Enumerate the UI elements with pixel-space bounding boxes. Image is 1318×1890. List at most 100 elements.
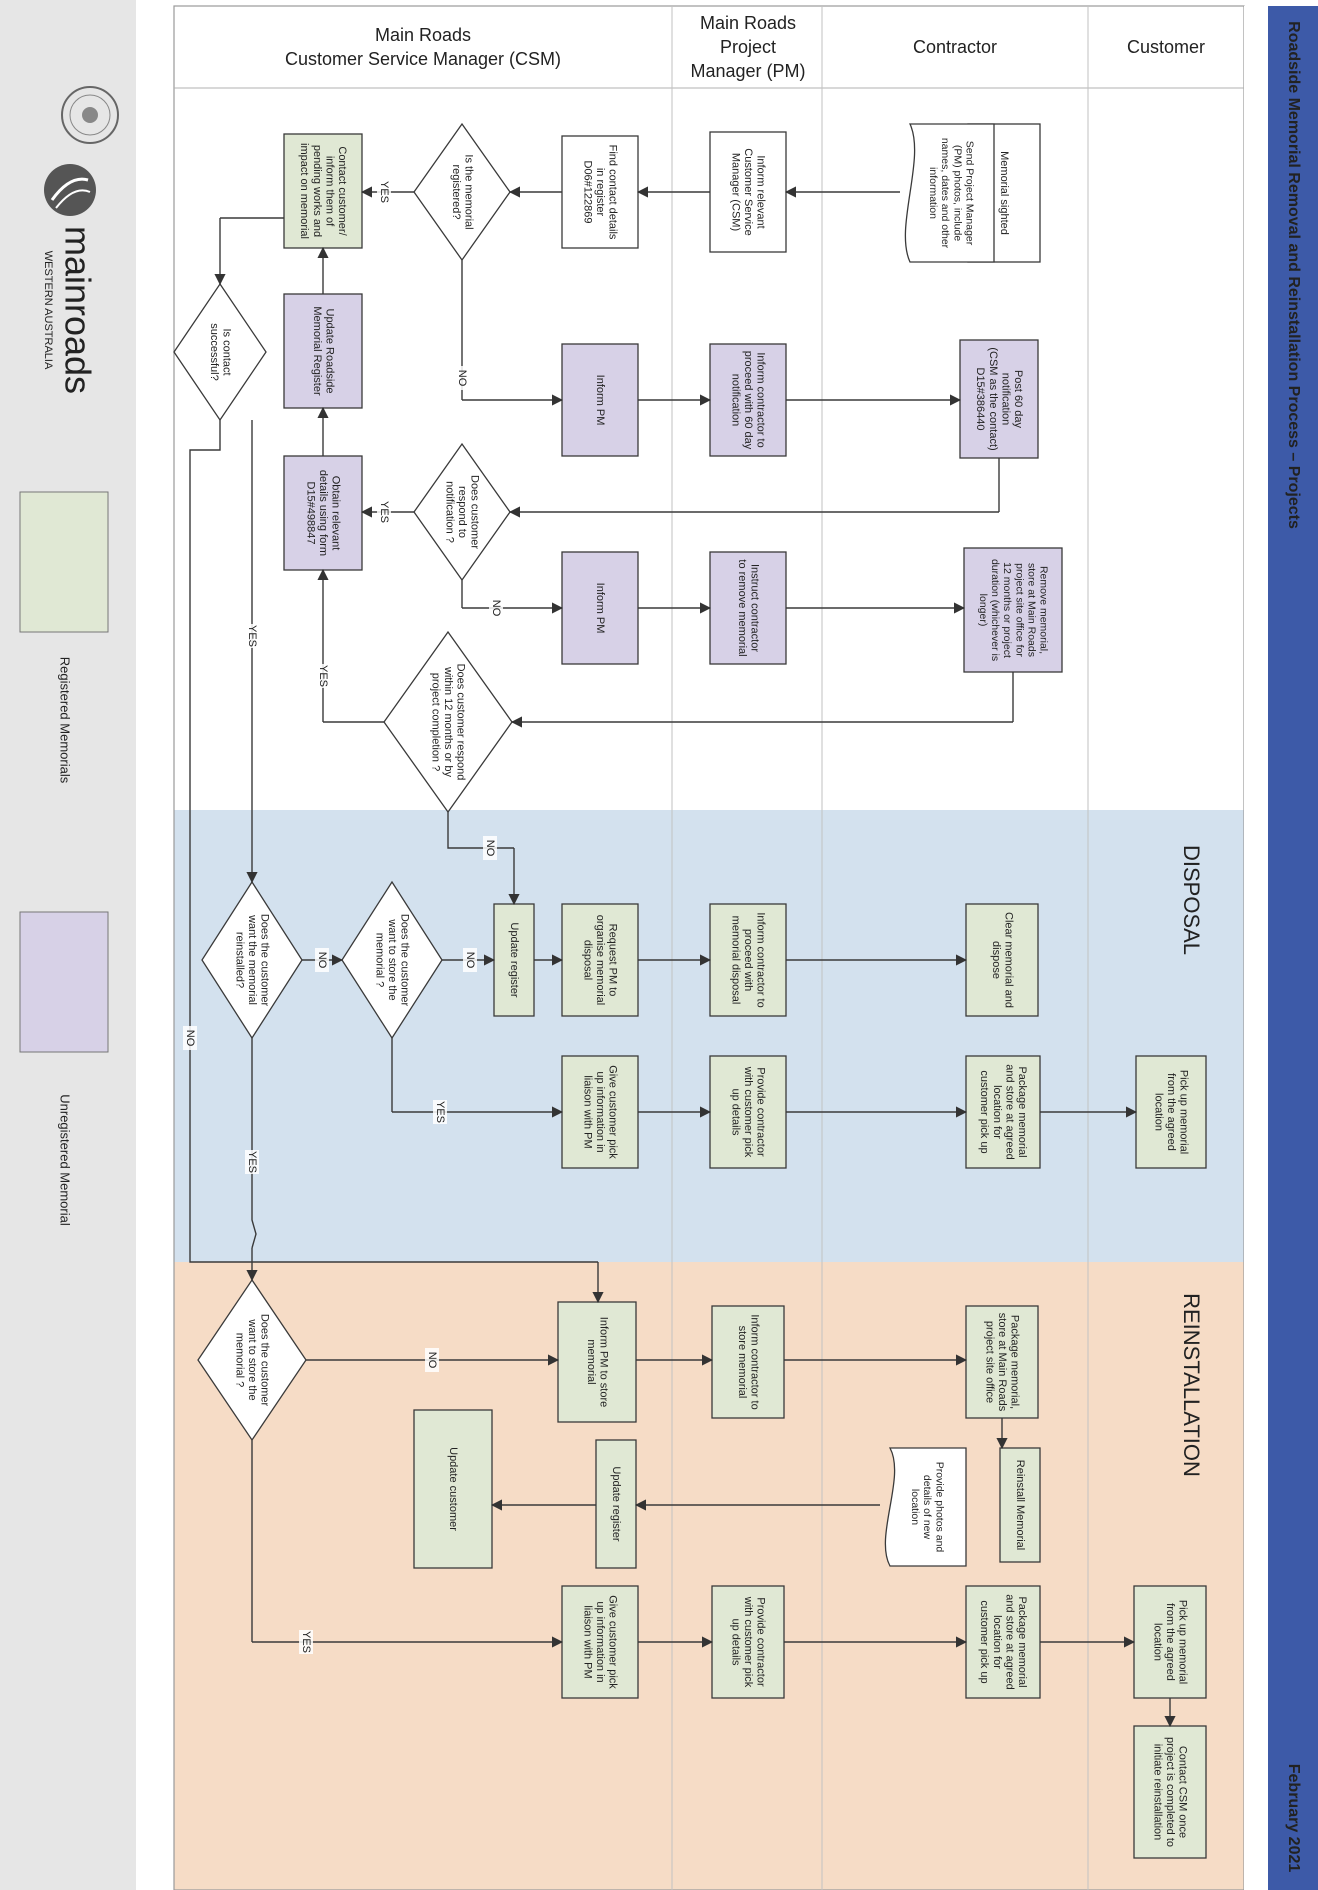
node-package-re-site-line: Package memorial, (1009, 1315, 1021, 1409)
node-inform-pm-1-text: Inform PM (594, 375, 606, 426)
node-find-contact-line: D06#122869 (581, 160, 593, 223)
decision-label: NO (464, 952, 476, 969)
node-request-pm-dispose-line: organise memorial (594, 915, 606, 1005)
node-is-registered-line: Is the memorial (462, 154, 474, 229)
node-give-pickup-disp-line: liaison with PM (581, 1075, 593, 1148)
node-remove-memorial-text: Remove memorial,store at Main Roadsproje… (977, 559, 1049, 661)
node-want-store-disp-line: Does the customer (399, 914, 411, 1007)
node-give-pickup-re (561, 1585, 639, 1699)
logo-wordmark-line: mainroads (57, 226, 98, 394)
node-want-store-re-line: want to store the (246, 1318, 258, 1400)
node-give-pickup-re-line: liaison with PM (581, 1605, 593, 1678)
node-reinstall-text: Reinstall Memorial (1014, 1460, 1026, 1550)
decision-label: YES (317, 665, 329, 687)
node-post-60 (959, 339, 1039, 459)
node-package-re-line: location for (991, 1615, 1003, 1669)
node-provide-pickup-re-line: with customer pick (742, 1596, 754, 1688)
node-update-register-re-line: Update register (610, 1466, 622, 1542)
node-find-contact-line: in register (594, 168, 606, 217)
node-contact-csm-line: initiate reinstallation (1151, 1744, 1163, 1841)
node-pickup-disp-line: Pick up memorial (1178, 1070, 1190, 1154)
node-remove-memorial-line: duration (whichever is (989, 559, 1001, 661)
node-pickup-disp-line: location (1152, 1093, 1164, 1131)
node-is-contact-successful-line: Is contact (220, 328, 232, 375)
node-send-pm-text: Send Project Manager(PM) photos, include… (927, 138, 975, 249)
node-inform-csm-line: Inform relevant (755, 155, 767, 228)
node-inform-store-line: Inform contractor to (748, 1314, 760, 1409)
node-contact-customer-line: pending works and (311, 145, 323, 237)
node-memorial-sighted-text: Memorial sighted (998, 151, 1010, 235)
node-send-pm-line: information (927, 167, 939, 219)
node-clear-dispose (965, 903, 1039, 1017)
diagram-date-line: February 2021 (1285, 1764, 1302, 1873)
legend-registered-text: Registered Memorials (58, 657, 73, 784)
node-reinstall-line: Reinstall Memorial (1014, 1460, 1026, 1550)
node-contact-customer-line: inform them of (323, 156, 335, 227)
node-does-customer-respond-line: Does customer (469, 475, 481, 549)
decision-label: YES (434, 1101, 446, 1123)
logo (44, 86, 119, 216)
lane-header-contractor: Contractor (913, 37, 997, 57)
node-remove-memorial-line: Remove memorial, (1037, 566, 1049, 654)
lane-header-customer-line: Customer (1127, 37, 1205, 57)
node-give-pickup-re-line: up information in (594, 1601, 606, 1682)
node-give-pickup-disp (561, 1055, 639, 1169)
node-remove-memorial-line: project site office for (1013, 563, 1025, 657)
node-inform-dispose-line: Inform contractor to (755, 912, 767, 1007)
node-provide-pickup-disp (709, 1055, 787, 1169)
node-request-pm-dispose-line: Request PM to (607, 924, 619, 997)
node-is-registered-line: registered? (450, 164, 462, 219)
node-instruct-remove-line: to remove memorial (736, 559, 748, 656)
node-package-re-site-line: store at Main Roads (996, 1313, 1008, 1412)
decision-label: NO (490, 600, 502, 617)
decision-label: YES (246, 625, 258, 647)
node-contact-csm (1133, 1725, 1207, 1859)
node-find-contact-line: Find contact details (607, 145, 619, 240)
node-post-60-line: notification (999, 373, 1011, 426)
node-pickup-disp-line: from the agreed (1165, 1073, 1177, 1151)
node-pickup-re-line: Pick up memorial (1177, 1600, 1189, 1684)
decision-label: YES (378, 181, 390, 203)
node-instruct-remove-line: Instruct contractor (748, 564, 760, 652)
diagram-title-text: Roadside Memorial Removal and Reinstalla… (1285, 21, 1302, 529)
node-package-disp-line: location for (991, 1085, 1003, 1139)
decision-label: NO (316, 952, 328, 969)
node-package-re-site-line: project site office (983, 1321, 995, 1403)
mainroads-logo-icon (44, 164, 96, 216)
node-respond-12-line: within 12 months or by (442, 666, 454, 778)
node-pickup-disp (1135, 1055, 1207, 1169)
disposal-section (174, 810, 1244, 1262)
decision-label: NO (184, 1030, 196, 1047)
diagram-title-line: Roadside Memorial Removal and Reinstalla… (1285, 21, 1302, 529)
title-banner (1268, 6, 1318, 1890)
node-update-register-top-line: Memorial Register (311, 306, 323, 396)
logo-subtitle-text: WESTERN AUSTRALIA (42, 251, 54, 370)
node-inform-csm-line: Manager (CSM) (729, 153, 741, 231)
node-request-pm-dispose-line: disposal (581, 940, 593, 980)
node-obtain-details (283, 455, 363, 571)
node-obtain-details-line: details using form (317, 470, 329, 556)
node-does-customer-respond-line: respond to (456, 486, 468, 538)
node-does-customer-respond-line: notification ? (443, 481, 455, 543)
node-respond-12-line: project completion ? (429, 673, 441, 771)
node-inform-pm-2-text: Inform PM (594, 583, 606, 634)
node-update-register-disp (493, 903, 535, 1017)
legend-swatch-unregistered (19, 911, 109, 1053)
section-reinstallation-text: REINSTALLATION (1179, 1293, 1204, 1477)
reinstallation-section (174, 1262, 1244, 1890)
node-want-store-re-line: memorial ? (233, 1333, 245, 1387)
node-post-60-line: Post 60 day (1012, 370, 1024, 429)
